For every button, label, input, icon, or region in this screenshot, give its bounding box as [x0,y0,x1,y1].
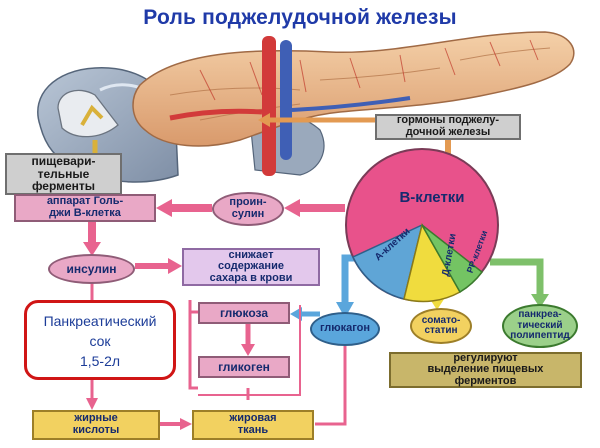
fatty-acids-box: жирные кислоты [32,410,160,440]
polypeptide-oval: панкреа- тический полипептид [502,304,578,348]
blood-vessels-illustration [169,36,411,176]
digestive-enzymes-box: пищевари- тельные ферменты [5,153,122,195]
glucose-box: глюкоза [198,302,290,324]
hormones-box: гормоны поджелу- дочной железы [375,114,521,140]
diagram-title: Роль поджелудочной железы [143,6,457,29]
callout-line-1: Панкреатический [43,313,157,329]
b-cells-disc [345,148,499,303]
proinsulin-oval: проин- сулин [212,192,284,226]
b-cells-label: В-клетки [399,189,465,207]
a-cells-wedge [352,223,424,300]
glucagon-oval: глюкагон [310,312,380,346]
insulin-oval: инсулин [48,254,135,284]
fat-tissue-box: жировая ткань [192,410,314,440]
somatostatin-oval: сомато- статин [410,308,472,344]
lowers-sugar-box: снижает содержание сахара в крови [182,248,320,286]
pp-cells-wedge [421,224,484,294]
golgi-b-cell-box: аппарат Голь- джи В-клетка [14,194,156,222]
regulate-enzymes-box: регулируют выделение пищевых ферментов [389,352,582,388]
callout-line-3: 1,5-2л [79,353,121,369]
gallbladder-illustration [57,89,119,138]
pancreatic-juice-callout: Панкреатический сок 1,5-2л [24,300,176,380]
pancreas-illustration [132,31,575,147]
frame-lines [198,305,301,396]
glycogen-box: гликоген [198,356,290,378]
callout-line-2: сок [89,333,111,349]
